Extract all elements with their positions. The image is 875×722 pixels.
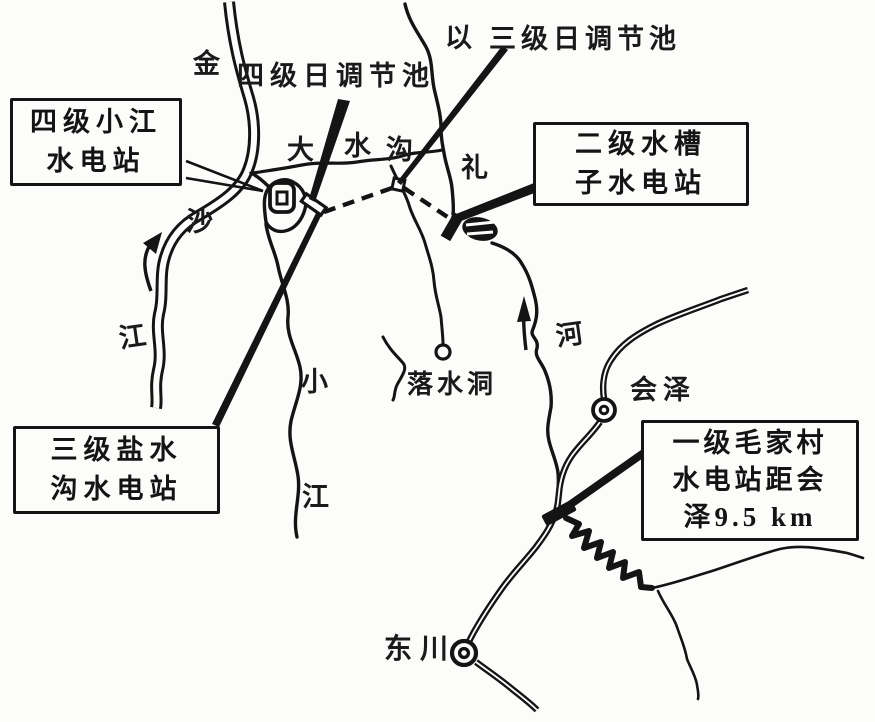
road-huize-dongchuan xyxy=(462,420,603,651)
label-town-dongchuan: 东川 xyxy=(384,634,457,665)
road-dongchuan-southeast xyxy=(474,659,540,713)
callout-line: 四级小江 xyxy=(30,107,162,137)
callout-box-stage1-maojiacun: 一级毛家村 水电站距会 泽9.5 km xyxy=(641,420,859,541)
town-marker-huize xyxy=(591,397,617,423)
pointer-maojiacun-box xyxy=(560,450,646,513)
label-xiaojiang-xiao: 小 xyxy=(301,367,328,397)
label-xiaojiang-jiang: 江 xyxy=(302,482,329,512)
label-jinsha-jin: 金 xyxy=(193,49,220,79)
pond-icon-stage4 xyxy=(299,191,329,218)
label-dashuigou-shui: 水 xyxy=(344,131,371,161)
pointer-yanshuigou-box xyxy=(212,213,321,427)
town-marker-dongchuan xyxy=(449,638,479,668)
label-dashuigou-da: 大 xyxy=(287,135,314,165)
callout-box-stage3-yanshuigou: 三级盐水 沟水电站 xyxy=(13,426,220,514)
callout-line: 二级水槽 xyxy=(575,129,707,159)
label-sinkhole: 落水洞 xyxy=(407,370,498,399)
callout-line: 子水电站 xyxy=(575,168,707,198)
label-pond-stage3: 三级日调节池 xyxy=(489,24,681,54)
callout-line: 沟水电站 xyxy=(50,474,183,504)
stream-dashuigou xyxy=(251,148,444,175)
river-xiaojiang xyxy=(249,171,308,539)
flow-arrow-jinsha xyxy=(143,232,162,292)
pointer-shuicaozi-box xyxy=(451,183,537,223)
label-pond-stage4: 四级日调节池 xyxy=(237,61,435,91)
pointer-pond-stage3 xyxy=(397,46,508,185)
reservoir-squiggle-maojiacun xyxy=(563,515,655,591)
label-dashuigou-gou: 沟 xyxy=(386,135,413,165)
callout-line: 三级盐水 xyxy=(50,435,183,465)
label-yili-yi: 以 xyxy=(445,23,472,53)
callout-box-stage4-xiaojiang: 四级小江 水电站 xyxy=(10,98,182,186)
stream-to-sinkhole xyxy=(381,164,445,402)
callout-line: 水电站距会 xyxy=(672,465,828,495)
dashed-diversion-line xyxy=(323,185,454,222)
station-icon-xiaojiang xyxy=(268,181,296,214)
pointer-pond-stage4 xyxy=(309,99,350,202)
label-jinsha-jiang: 江 xyxy=(116,320,148,354)
river-jinsha-jiang xyxy=(150,1,261,410)
sinkhole-circle xyxy=(434,343,452,361)
flow-arrow-yili xyxy=(517,296,531,351)
label-jinsha-sha: 沙 xyxy=(186,207,213,237)
callout-box-stage2-shuicaozi: 二级水槽 子水电站 xyxy=(533,122,749,206)
label-yili-he: 河 xyxy=(553,318,585,352)
callout-line: 泽9.5 km xyxy=(683,502,817,532)
pointer-xiaojiang-box xyxy=(185,159,264,193)
stream-upstream-yili xyxy=(650,545,865,701)
road-huize-northeast xyxy=(599,286,750,400)
callout-line: 一级毛家村 xyxy=(672,428,828,458)
label-yili-li: 礼 xyxy=(461,153,488,183)
label-town-huize: 会泽 xyxy=(630,375,696,405)
callout-line: 水电站 xyxy=(46,146,146,176)
